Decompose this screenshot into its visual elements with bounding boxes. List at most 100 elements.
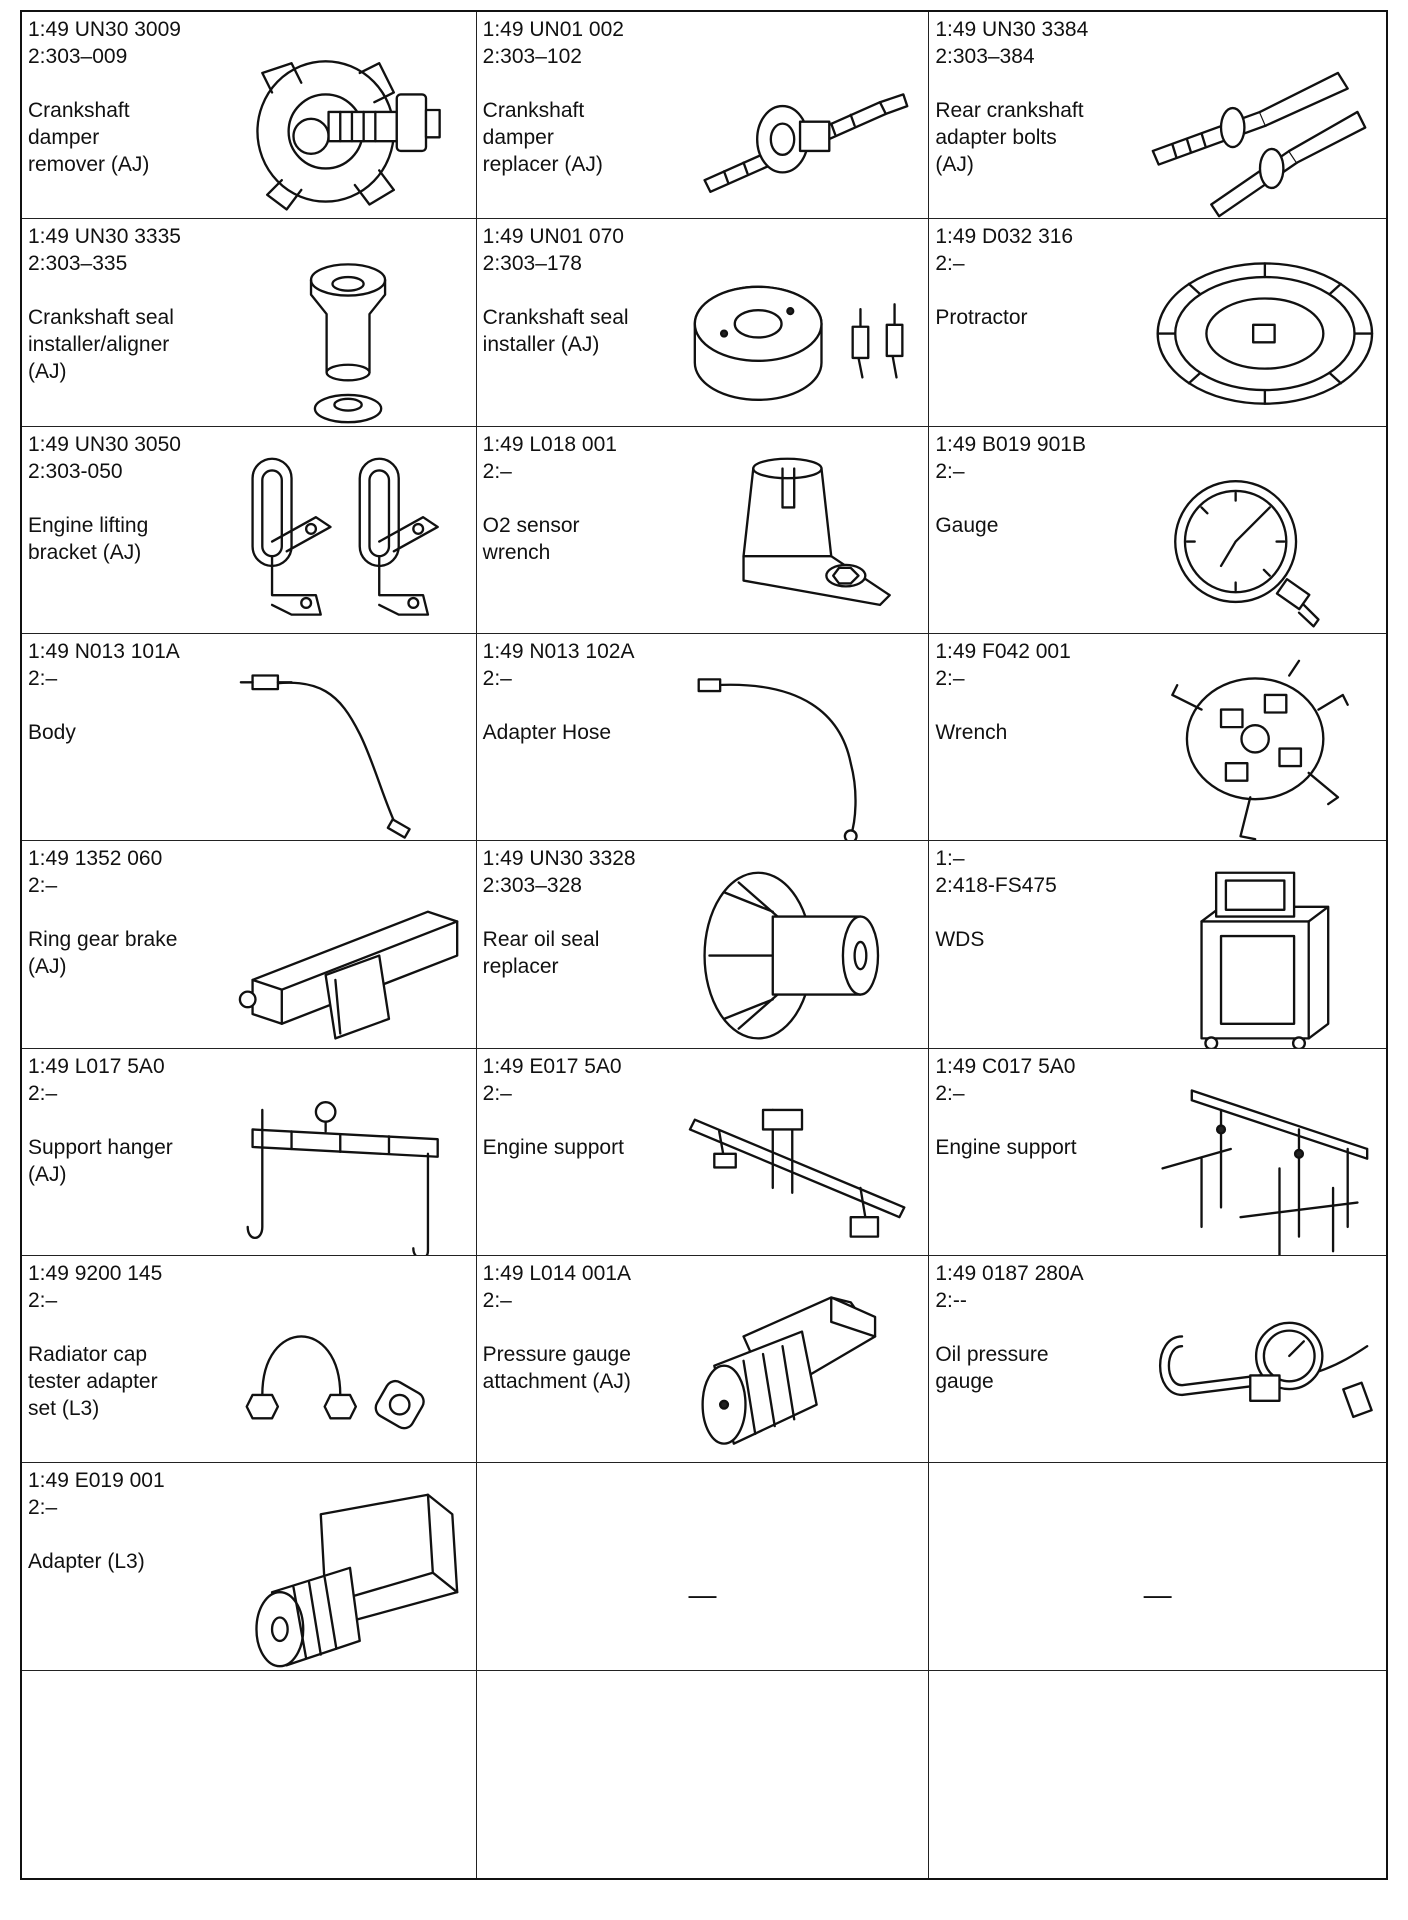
tool-ford-number: 2:– <box>482 666 512 690</box>
tool-part-number: 1:49 N013 102A <box>482 639 635 663</box>
tool-cell: 1:49 E017 5A0 2:– Engine support <box>476 1048 930 1256</box>
lifting-bracket-icon <box>232 449 468 633</box>
tool-description-line: Rear crankshaft <box>935 99 1084 122</box>
tool-description-line: Protractor <box>935 306 1028 330</box>
tool-description-line: damper <box>28 126 100 149</box>
tool-part-number: 1:49 UN30 3335 <box>28 225 181 249</box>
tool-ford-number: 2:303–328 <box>482 874 582 898</box>
tool-description-line: (AJ) <box>28 360 67 384</box>
tool-description-line: bracket (AJ) <box>28 540 142 564</box>
tool-part-number: 1:49 1352 060 <box>28 847 163 871</box>
crankshaft-damper-remover-icon <box>232 34 468 218</box>
tool-part-number: 1:49 D032 316 <box>935 225 1074 249</box>
tool-part-number: 1:49 E017 5A0 <box>482 1054 622 1078</box>
tool-description-line: Support hanger <box>28 1135 173 1159</box>
tool-description: Engine support <box>483 1134 698 1161</box>
blank-cell <box>477 1670 930 1878</box>
tool-description: Engine support <box>935 1134 1150 1161</box>
tool-part-number: 1:49 E019 001 <box>28 1469 165 1493</box>
o2-sensor-wrench-icon <box>684 449 920 633</box>
pressure-gauge-attachment-icon <box>684 1278 920 1462</box>
tool-ford-number: 2:– <box>28 1081 58 1105</box>
tool-description: Body <box>28 719 243 746</box>
tool-part-number: 1:49 9200 145 <box>28 1261 163 1285</box>
tool-description: Adapter (L3) <box>28 1548 243 1575</box>
tool-description-line: O2 sensor <box>482 513 580 537</box>
tool-description-line: Pressure gauge <box>482 1342 631 1366</box>
tool-ford-number: 2:303–178 <box>482 252 582 276</box>
tool-part-number: 1:49 L017 5A0 <box>28 1054 165 1078</box>
tool-cell: 1:49 N013 102A 2:– Adapter Hose <box>476 633 930 842</box>
tool-ford-number: 2:– <box>482 1081 512 1105</box>
tool-part-number: 1:49 F042 001 <box>935 639 1071 663</box>
tool-description-line: set (L3) <box>28 1396 100 1420</box>
tool-description-line: Adapter Hose <box>482 720 612 744</box>
tool-description-line: Crankshaft <box>482 99 585 122</box>
tool-description-line: tester adapter <box>28 1369 158 1393</box>
tool-text: 1:49 N013 102A 2:– Adapter Hose <box>483 638 698 746</box>
tool-description-line: (AJ) <box>935 153 974 176</box>
tool-ford-number: 2:– <box>482 459 512 483</box>
tool-description: Adapter Hose <box>483 719 698 746</box>
empty-dash: — <box>1143 1578 1172 1610</box>
empty-dash: — <box>688 1578 717 1610</box>
tool-text: 1:49 E017 5A0 2:– Engine support <box>483 1053 698 1161</box>
tool-description-line: remover (AJ) <box>28 153 150 176</box>
tool-description: Ring gear brake(AJ) <box>28 926 243 980</box>
tool-part-number: 1:49 L014 001A <box>482 1261 631 1285</box>
tool-description: Pressure gauge attachment (AJ) <box>483 1341 698 1395</box>
tool-description-line: WDS <box>935 928 985 952</box>
tool-description-line: Engine lifting <box>28 513 149 537</box>
tool-description-line: installer/aligner <box>28 333 170 357</box>
tool-part-number: 1:49 C017 5A0 <box>935 1054 1076 1078</box>
tool-ford-number: 2:-- <box>935 1288 967 1312</box>
engine-support-frame-icon <box>1142 1071 1378 1255</box>
wds-cart-icon <box>1142 863 1378 1048</box>
tool-description-line: Crankshaft <box>28 99 130 122</box>
tool-part-number: 1:49 UN30 3328 <box>482 847 636 871</box>
tool-ford-number: 2:303-050 <box>28 459 123 483</box>
tool-description-line: Wrench <box>935 720 1008 744</box>
tool-part-number: 1:– <box>935 847 965 871</box>
tool-ford-number: 2:– <box>935 459 965 483</box>
tool-description-line: damper <box>482 126 554 149</box>
tool-part-number: 1:49 L018 001 <box>482 432 617 456</box>
tool-description: Crankshaft damper remover (AJ) <box>28 97 243 178</box>
tool-description: Protractor <box>935 304 1150 331</box>
tool-description-line: attachment (AJ) <box>482 1369 631 1393</box>
tool-description: Support hanger(AJ) <box>28 1134 243 1188</box>
